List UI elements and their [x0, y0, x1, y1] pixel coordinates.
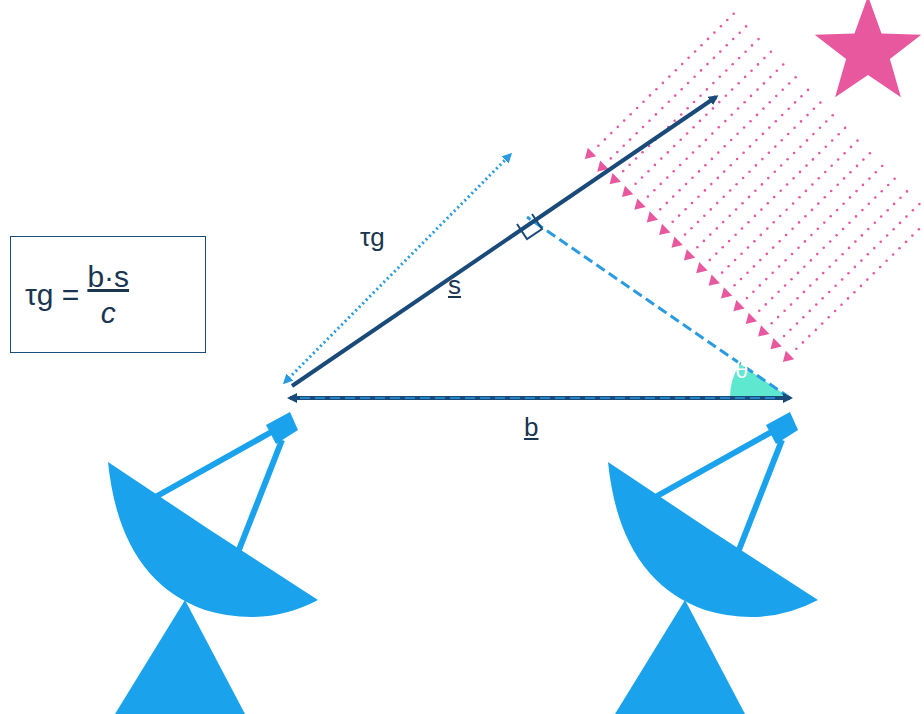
formula-box: τg =b·sc [10, 236, 206, 353]
baseline-vector [290, 396, 790, 400]
formula-denominator: c [101, 295, 116, 331]
projection-line [527, 217, 790, 398]
formula-numerator: b·s [87, 259, 129, 295]
radio-dish [608, 412, 818, 714]
radio-dish [108, 412, 318, 714]
delay-arrow [285, 155, 510, 382]
baseline-label: b [524, 414, 538, 440]
source-star [815, 0, 922, 97]
source-label: s [448, 272, 461, 298]
delay-label: τg [360, 224, 385, 250]
source-vector [292, 97, 716, 386]
angle-label: θ [735, 358, 748, 382]
baseline-dash [300, 397, 780, 399]
formula-lhs: τg = [25, 278, 79, 312]
